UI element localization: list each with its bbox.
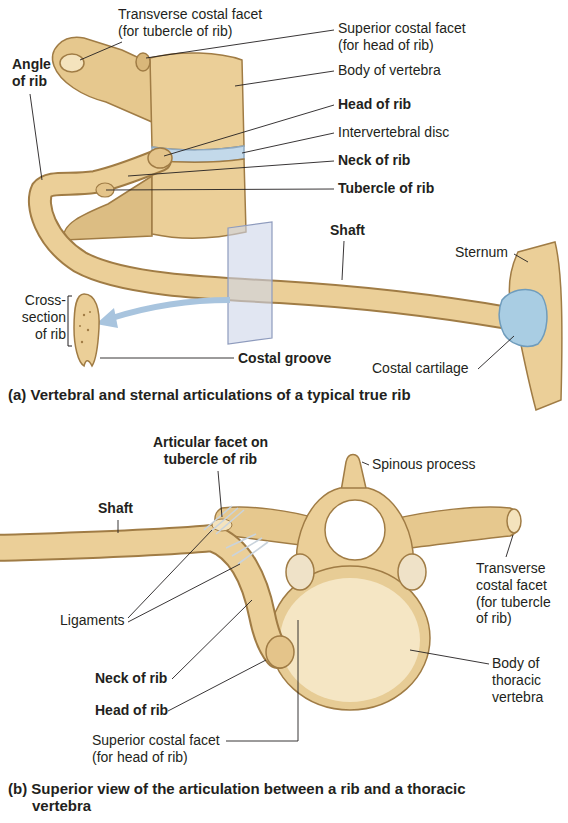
figure-caption: (b) Superior view of the articulation be… xyxy=(8,780,508,815)
part-label: Sternum xyxy=(455,244,508,261)
part-label: Neck of rib xyxy=(95,670,167,687)
part-label: Costal cartilage xyxy=(372,360,469,377)
figure-caption: (a) Vertebral and sternal articulations … xyxy=(8,386,411,404)
ligaments xyxy=(204,506,268,564)
leader-lines-b xyxy=(118,462,513,741)
part-label: Spinous process xyxy=(372,456,476,473)
part-label: Head of rib xyxy=(338,96,411,113)
rib-lateral xyxy=(40,148,508,318)
part-label: Transverse costal facet (for tubercle of… xyxy=(118,6,278,40)
section-plane xyxy=(228,222,272,344)
part-label: Ligaments xyxy=(60,612,125,629)
part-label: Angle of rib xyxy=(12,56,62,90)
section-arrow xyxy=(96,300,230,328)
bracket xyxy=(68,296,72,346)
part-label: Transverse costal facet (for tubercle of… xyxy=(476,560,561,627)
part-label: Superior costal facet (for head of rib) xyxy=(338,20,478,54)
rib-cross-section xyxy=(74,294,99,366)
part-label: Costal groove xyxy=(238,350,331,367)
part-label: Superior costal facet (for head of rib) xyxy=(92,732,232,766)
part-label: Intervertebral disc xyxy=(338,124,449,141)
part-label: Body of thoracic vertebra xyxy=(492,655,562,705)
costal-cartilage xyxy=(499,290,547,347)
rib-superior xyxy=(0,519,294,668)
part-label: Shaft xyxy=(98,500,133,517)
part-label: Tubercle of rib xyxy=(338,180,434,197)
leader-lines-a xyxy=(30,30,528,369)
part-label: Cross- section of rib xyxy=(8,292,66,342)
part-label: Body of vertebra xyxy=(338,62,441,79)
part-label: Shaft xyxy=(330,222,365,239)
part-label: Head of rib xyxy=(95,702,168,719)
vertebra-lateral xyxy=(53,37,246,240)
part-label: Articular facet on tubercle of rib xyxy=(148,434,273,468)
part-label: Neck of rib xyxy=(338,152,410,169)
